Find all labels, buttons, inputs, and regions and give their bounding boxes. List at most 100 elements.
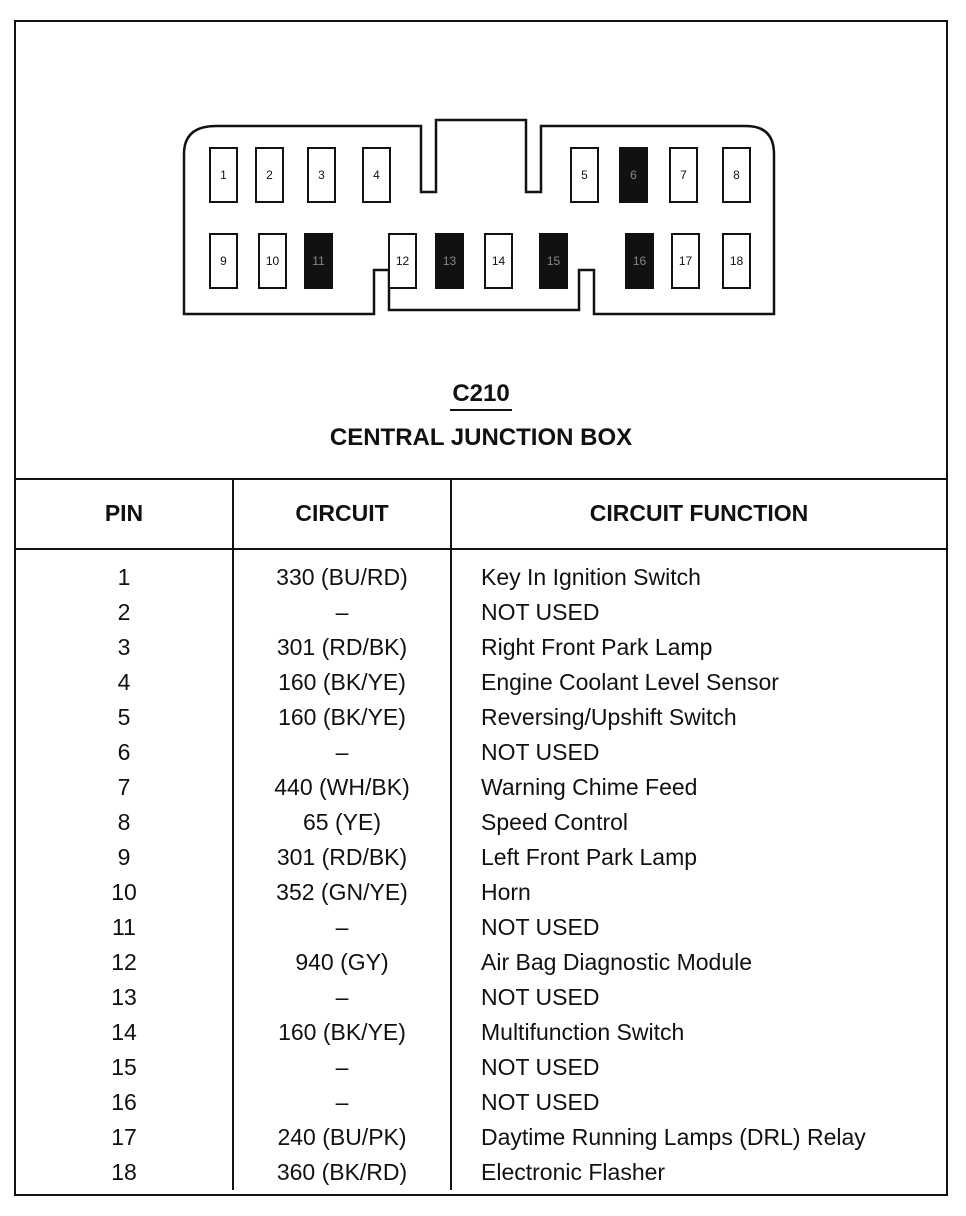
pin-cell: 15 bbox=[16, 1050, 234, 1085]
pin-number-label: 5 bbox=[581, 168, 588, 182]
pin-number-label: 7 bbox=[680, 168, 687, 182]
pin-cavity-13: 13 bbox=[435, 233, 464, 289]
pin-cavity-box bbox=[570, 147, 599, 203]
pin-cavity-11: 11 bbox=[304, 233, 333, 289]
circuit-cell: 330 (BU/RD) bbox=[233, 549, 452, 595]
table-row: 6–NOT USED bbox=[16, 735, 946, 770]
circuit-cell: 65 (YE) bbox=[233, 805, 452, 840]
pin-cavity-5: 5 bbox=[570, 147, 599, 203]
circuit-function-cell: NOT USED bbox=[481, 914, 600, 940]
circuit-function-cell: NOT USED bbox=[481, 1054, 600, 1080]
circuit-function-cell: NOT USED bbox=[481, 1089, 600, 1115]
circuit-cell: 160 (BK/YE) bbox=[233, 700, 452, 735]
pin-cavity-box bbox=[539, 233, 568, 289]
pin-cavity-box bbox=[362, 147, 391, 203]
pin-number-label: 11 bbox=[312, 254, 325, 268]
pin-cavity-box bbox=[722, 147, 751, 203]
pin-number-label: 12 bbox=[396, 254, 410, 268]
pin-cell: 14 bbox=[16, 1015, 234, 1050]
pin-cavity-9: 9 bbox=[209, 233, 238, 289]
pin-cell: 16 bbox=[16, 1085, 234, 1120]
pin-cavity-box bbox=[388, 233, 417, 289]
pin-cavity-15: 15 bbox=[539, 233, 568, 289]
table-row: 16– NOT USED bbox=[16, 1085, 946, 1120]
circuit-cell: 301 (RD/BK) bbox=[233, 630, 452, 665]
pin-number-label: 2 bbox=[266, 168, 273, 182]
circuit-function-cell: Speed Control bbox=[481, 809, 629, 835]
circuit-cell: – bbox=[233, 595, 452, 630]
pin-cell: 18 bbox=[16, 1155, 234, 1190]
pin-cavity-box bbox=[255, 147, 284, 203]
connector-housing-outline bbox=[182, 118, 776, 316]
pin-cell: 9 bbox=[16, 840, 234, 875]
pin-number-label: 18 bbox=[730, 254, 744, 268]
circuit-cell: 940 (GY) bbox=[233, 945, 452, 980]
pin-cavity-3: 3 bbox=[307, 147, 336, 203]
circuit-cell: – bbox=[233, 1050, 452, 1085]
circuit-function-cell: Key In Ignition Switch bbox=[481, 564, 701, 590]
pin-cell: 12 bbox=[16, 945, 234, 980]
pin-cavity-7: 7 bbox=[669, 147, 698, 203]
circuit-cell: 160 (BK/YE) bbox=[233, 1015, 452, 1050]
connector-id: C210 bbox=[16, 380, 946, 411]
pin-cavity-box bbox=[307, 147, 336, 203]
pin-cavity-14: 14 bbox=[484, 233, 513, 289]
pin-cavity-12: 12 bbox=[388, 233, 417, 289]
pin-cell: 5 bbox=[16, 700, 234, 735]
pin-cell: 17 bbox=[16, 1120, 234, 1155]
circuit-function-cell: Right Front Park Lamp bbox=[481, 634, 713, 660]
pin-cavity-10: 10 bbox=[258, 233, 287, 289]
pin-cavity-box bbox=[625, 233, 654, 289]
pin-number-label: 14 bbox=[492, 254, 506, 268]
pin-cell: 3 bbox=[16, 630, 234, 665]
circuit-cell: 352 (GN/YE) bbox=[233, 875, 452, 910]
pin-cell: 7 bbox=[16, 770, 234, 805]
circuit-function-cell: Daytime Running Lamps (DRL) Relay bbox=[481, 1124, 866, 1150]
circuit-cell: – bbox=[233, 735, 452, 770]
pin-cavity-box bbox=[258, 233, 287, 289]
header-circuit: CIRCUIT bbox=[233, 478, 452, 550]
circuit-function-cell: Left Front Park Lamp bbox=[481, 844, 698, 870]
pin-cell: 8 bbox=[16, 805, 234, 840]
circuit-function-cell: Electronic Flasher bbox=[481, 1159, 666, 1185]
circuit-cell: 440 (WH/BK) bbox=[233, 770, 452, 805]
circuit-cell: – bbox=[233, 1085, 452, 1120]
circuit-cell: 360 (BK/RD) bbox=[233, 1155, 452, 1190]
circuit-cell: 301 (RD/BK) bbox=[233, 840, 452, 875]
table-row: 11– NOT USED bbox=[16, 910, 946, 945]
table-row: 13–NOT USED bbox=[16, 980, 946, 1015]
pin-number-label: 15 bbox=[547, 254, 561, 268]
pin-cavity-6: 6 bbox=[619, 147, 648, 203]
pin-cavity-box bbox=[484, 233, 513, 289]
pin-cell: 4 bbox=[16, 665, 234, 700]
pin-table-header: PIN CIRCUIT CIRCUIT FUNCTION bbox=[16, 478, 946, 550]
circuit-function-cell: NOT USED bbox=[481, 739, 600, 765]
circuit-function-cell: NOT USED bbox=[481, 599, 600, 625]
circuit-function-cell: Horn bbox=[481, 879, 531, 905]
pin-cavity-4: 4 bbox=[362, 147, 391, 203]
table-row: 2–NOT USED bbox=[16, 595, 946, 630]
pin-number-label: 16 bbox=[633, 254, 647, 268]
pin-number-label: 10 bbox=[266, 254, 280, 268]
pin-cell: 13 bbox=[16, 980, 234, 1015]
pin-cavity-8: 8 bbox=[722, 147, 751, 203]
pin-cell: 1 bbox=[16, 549, 234, 595]
pin-number-label: 9 bbox=[220, 254, 227, 268]
pin-cavity-1: 1 bbox=[209, 147, 238, 203]
circuit-cell: – bbox=[233, 910, 452, 945]
pin-cell: 11 bbox=[16, 910, 234, 945]
connector-name: CENTRAL JUNCTION BOX bbox=[329, 424, 633, 451]
circuit-cell: – bbox=[233, 980, 452, 1015]
pin-cavity-box bbox=[304, 233, 333, 289]
circuit-cell: 160 (BK/YE) bbox=[233, 665, 452, 700]
